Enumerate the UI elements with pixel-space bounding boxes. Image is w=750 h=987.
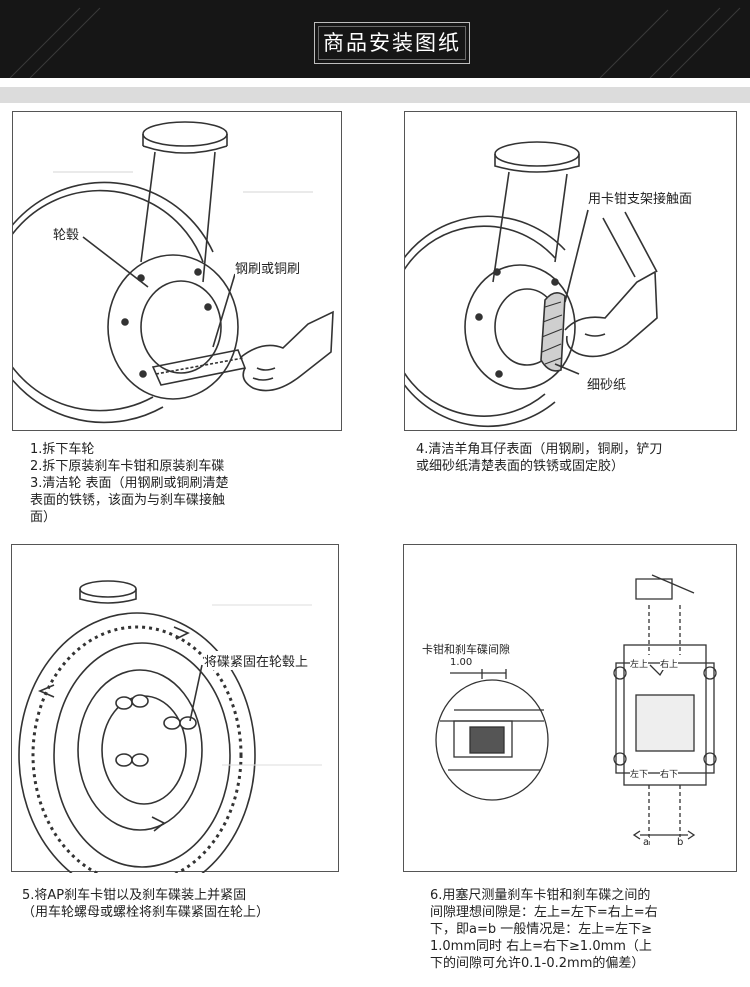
caption-line: 1.拆下车轮 <box>30 442 95 457</box>
panel-install-disc: 将碟紧固在轮毂上 <box>11 544 339 873</box>
label-gap-a: a <box>643 837 650 848</box>
label-brush: 钢刷或铜刷 <box>235 258 301 277</box>
caption-line: 4.清洁羊角耳仔表面（用钢刷，铜刷，铲刀 <box>416 442 663 457</box>
caption-step-1-3: 1.拆下车轮 2.拆下原装刹车卡钳和原装刹车碟 3.清洁轮 表面（用钢刷或铜刷清… <box>30 441 229 526</box>
header-title-frame: 商品安装图纸 <box>314 22 470 64</box>
banner-decoration <box>9 7 741 78</box>
header-banner: 商品安装图纸 <box>0 0 750 78</box>
caption-line: 3.清洁轮 表面（用钢刷或铜刷清楚 <box>30 476 229 491</box>
page-title: 商品安装图纸 <box>323 31 461 55</box>
gap-measure-illustration <box>435 574 717 845</box>
label-sandpaper: 细砂纸 <box>587 374 627 393</box>
caption-step-6: 6.用塞尺测量刹车卡钳和刹车碟之间的 间隙理想间隙是：左上=左下=右上=右 下，… <box>430 887 658 972</box>
caption-step-5: 5.将AP刹车卡钳以及刹车碟装上并紧固 （用车轮螺母或螺栓将刹车碟紧固在轮上） <box>22 887 269 921</box>
label-bottom-left: 左下 <box>630 767 649 780</box>
label-gap: 卡钳和刹车碟间隙 <box>422 641 510 657</box>
caption-line: 或细砂纸清楚表面的铁锈或固定胶） <box>416 459 625 474</box>
caption-line: 1.0mm同时 右上=右下≥1.0mm（上 <box>430 939 652 954</box>
panel-measure-gap: 卡钳和刹车碟间隙 1.00 左上 右上 左下 右下 a b <box>403 544 737 872</box>
gap-value: 1.00 <box>450 657 473 668</box>
panel-clean-hub: 轮毂 钢刷或铜刷 <box>12 111 342 431</box>
label-gap-b: b <box>677 837 684 848</box>
caption-line: 下的间隙可允许0.1-0.2mm的偏差） <box>430 956 645 971</box>
label-hub: 轮毂 <box>53 224 80 243</box>
hub-brush-illustration <box>13 121 334 424</box>
label-top-left: 左上 <box>630 657 649 670</box>
caption-line: 下，即a=b 一般情况是：左上=左下≥ <box>430 922 653 937</box>
disc-mount-illustration <box>18 580 322 873</box>
label-fix-disc: 将碟紧固在轮毂上 <box>204 651 309 670</box>
caption-step-4: 4.清洁羊角耳仔表面（用钢刷，铜刷，铲刀 或细砂纸清楚表面的铁锈或固定胶） <box>416 441 662 475</box>
caption-line: 2.拆下原装刹车卡钳和原装刹车碟 <box>30 459 225 474</box>
caption-line: 表面的铁锈，该面为与刹车碟接触 <box>30 493 226 508</box>
label-bottom-right: 右下 <box>660 767 679 780</box>
panel-clean-knuckle: 用卡钳支架接触面 细砂纸 <box>404 111 737 431</box>
separator-bar <box>0 87 750 103</box>
caption-line: 6.用塞尺测量刹车卡钳和刹车碟之间的 <box>430 888 651 903</box>
label-top-right: 右上 <box>660 657 679 670</box>
label-caliper-contact: 用卡钳支架接触面 <box>588 188 693 207</box>
caption-line: 5.将AP刹车卡钳以及刹车碟装上并紧固 <box>22 888 247 903</box>
caption-line: （用车轮螺母或螺栓将刹车碟紧固在轮上） <box>22 905 270 920</box>
knuckle-illustration <box>405 141 658 428</box>
caption-line: 间隙理想间隙是：左上=左下=右上=右 <box>430 905 658 920</box>
caption-line: 面） <box>30 510 57 525</box>
